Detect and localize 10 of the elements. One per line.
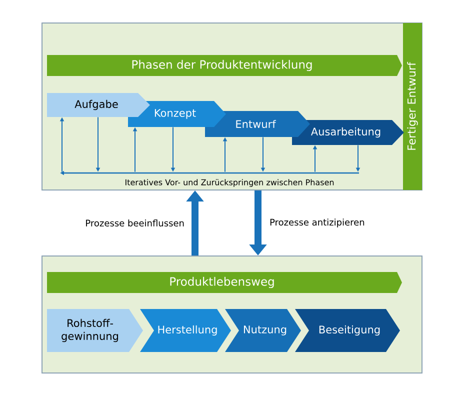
edge-label: Prozesse beeinflussen <box>86 220 184 226</box>
title-banner: Produktlebensweg <box>47 272 402 293</box>
phase-block: Aufgabe <box>47 93 150 117</box>
stage-block: Rohstoff- gewinnung <box>47 309 143 352</box>
stage-block: Nutzung <box>225 309 301 352</box>
vertical-bar: Fertiger Entwurf <box>403 23 422 190</box>
stage-block: Beseitigung <box>295 309 400 352</box>
loop-label: Iteratives Vor- und Zurückspringen zwischen Phasen <box>126 179 334 187</box>
stage-block: Herstellung <box>140 309 231 352</box>
edge-label: Prozesse antizipieren <box>270 218 364 228</box>
